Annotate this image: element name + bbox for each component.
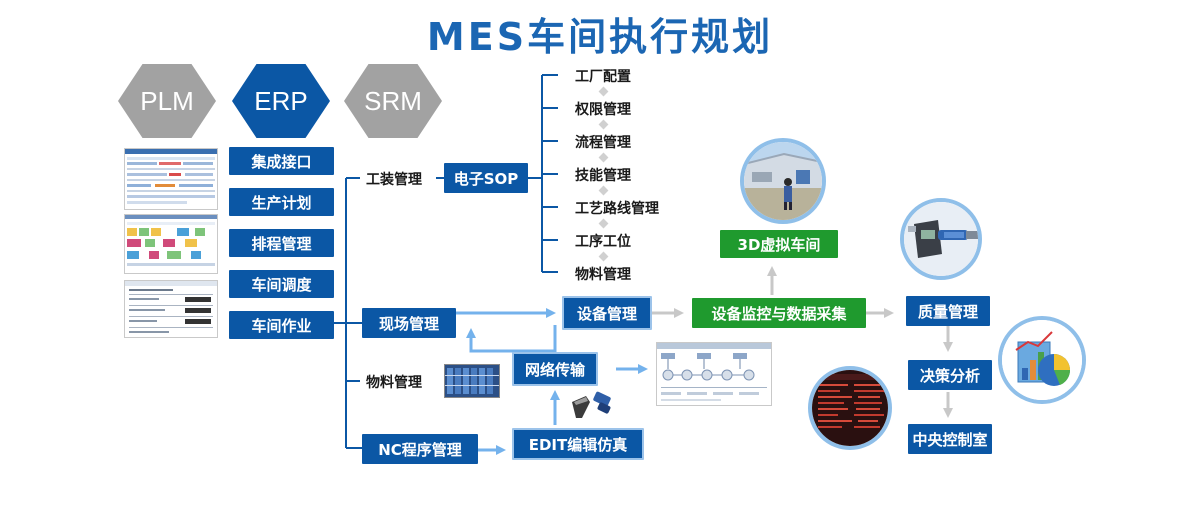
sop-separator-dot xyxy=(598,218,609,229)
erp-screenshot-2 xyxy=(124,214,218,274)
analytics-chart-illustration xyxy=(998,316,1086,404)
erp-module-shop-dispatch: 车间调度 xyxy=(229,270,334,298)
erp-screenshot-3 xyxy=(124,280,218,338)
network-transmission-box: 网络传输 xyxy=(512,352,598,386)
erp-module-integration-interface: 集成接口 xyxy=(229,147,334,175)
micrometer-illustration xyxy=(900,198,982,280)
erp-screenshot-1 xyxy=(124,148,218,210)
sop-item-routing: 工艺路线管理 xyxy=(575,201,659,217)
sop-separator-dot xyxy=(598,119,609,130)
sop-separator-dot xyxy=(598,152,609,163)
sop-separator-dot xyxy=(598,251,609,262)
central-control-room-box: 中央控制室 xyxy=(908,424,992,454)
decision-analysis-box: 决策分析 xyxy=(908,360,992,390)
sop-item-permission: 权限管理 xyxy=(575,102,631,118)
erp-hexagon: ERP xyxy=(232,64,330,138)
monitoring-data-collection-box: 设备监控与数据采集 xyxy=(692,298,866,328)
arrow-network-site xyxy=(466,325,557,353)
process-monitor-screenshot xyxy=(656,342,772,406)
material-management-label: 物料管理 xyxy=(366,375,422,391)
tooling-management-label: 工装管理 xyxy=(366,172,422,188)
sop-separator-dot xyxy=(598,185,609,196)
sop-item-skill: 技能管理 xyxy=(575,168,631,184)
electronic-sop-box: 电子SOP xyxy=(444,163,528,193)
erp-module-scheduling: 排程管理 xyxy=(229,229,334,257)
control-screen-illustration xyxy=(808,366,892,450)
virtual-3d-workshop-box: 3D虚拟车间 xyxy=(720,230,838,258)
erp-module-production-plan: 生产计划 xyxy=(229,188,334,216)
warehouse-photo xyxy=(444,364,500,398)
edit-simulation-box: EDIT编辑仿真 xyxy=(512,428,644,460)
nc-program-management-box: NC程序管理 xyxy=(362,434,478,464)
sop-item-process-flow: 流程管理 xyxy=(575,135,631,151)
sop-item-material: 物料管理 xyxy=(575,267,631,283)
erp-module-shop-operation: 车间作业 xyxy=(229,311,334,339)
plm-hexagon: PLM xyxy=(118,64,216,138)
equipment-management-box: 设备管理 xyxy=(562,296,652,330)
barcode-scanner-icon xyxy=(568,388,618,422)
quality-management-box: 质量管理 xyxy=(906,296,990,326)
srm-hexagon: SRM xyxy=(344,64,442,138)
sop-item-station: 工序工位 xyxy=(575,234,631,250)
3d-workshop-illustration xyxy=(740,138,826,224)
page-title: MES车间执行规划 xyxy=(426,15,774,59)
sop-separator-dot xyxy=(598,86,609,97)
sop-item-factory-config: 工厂配置 xyxy=(575,69,631,85)
site-management-box: 现场管理 xyxy=(362,308,456,338)
